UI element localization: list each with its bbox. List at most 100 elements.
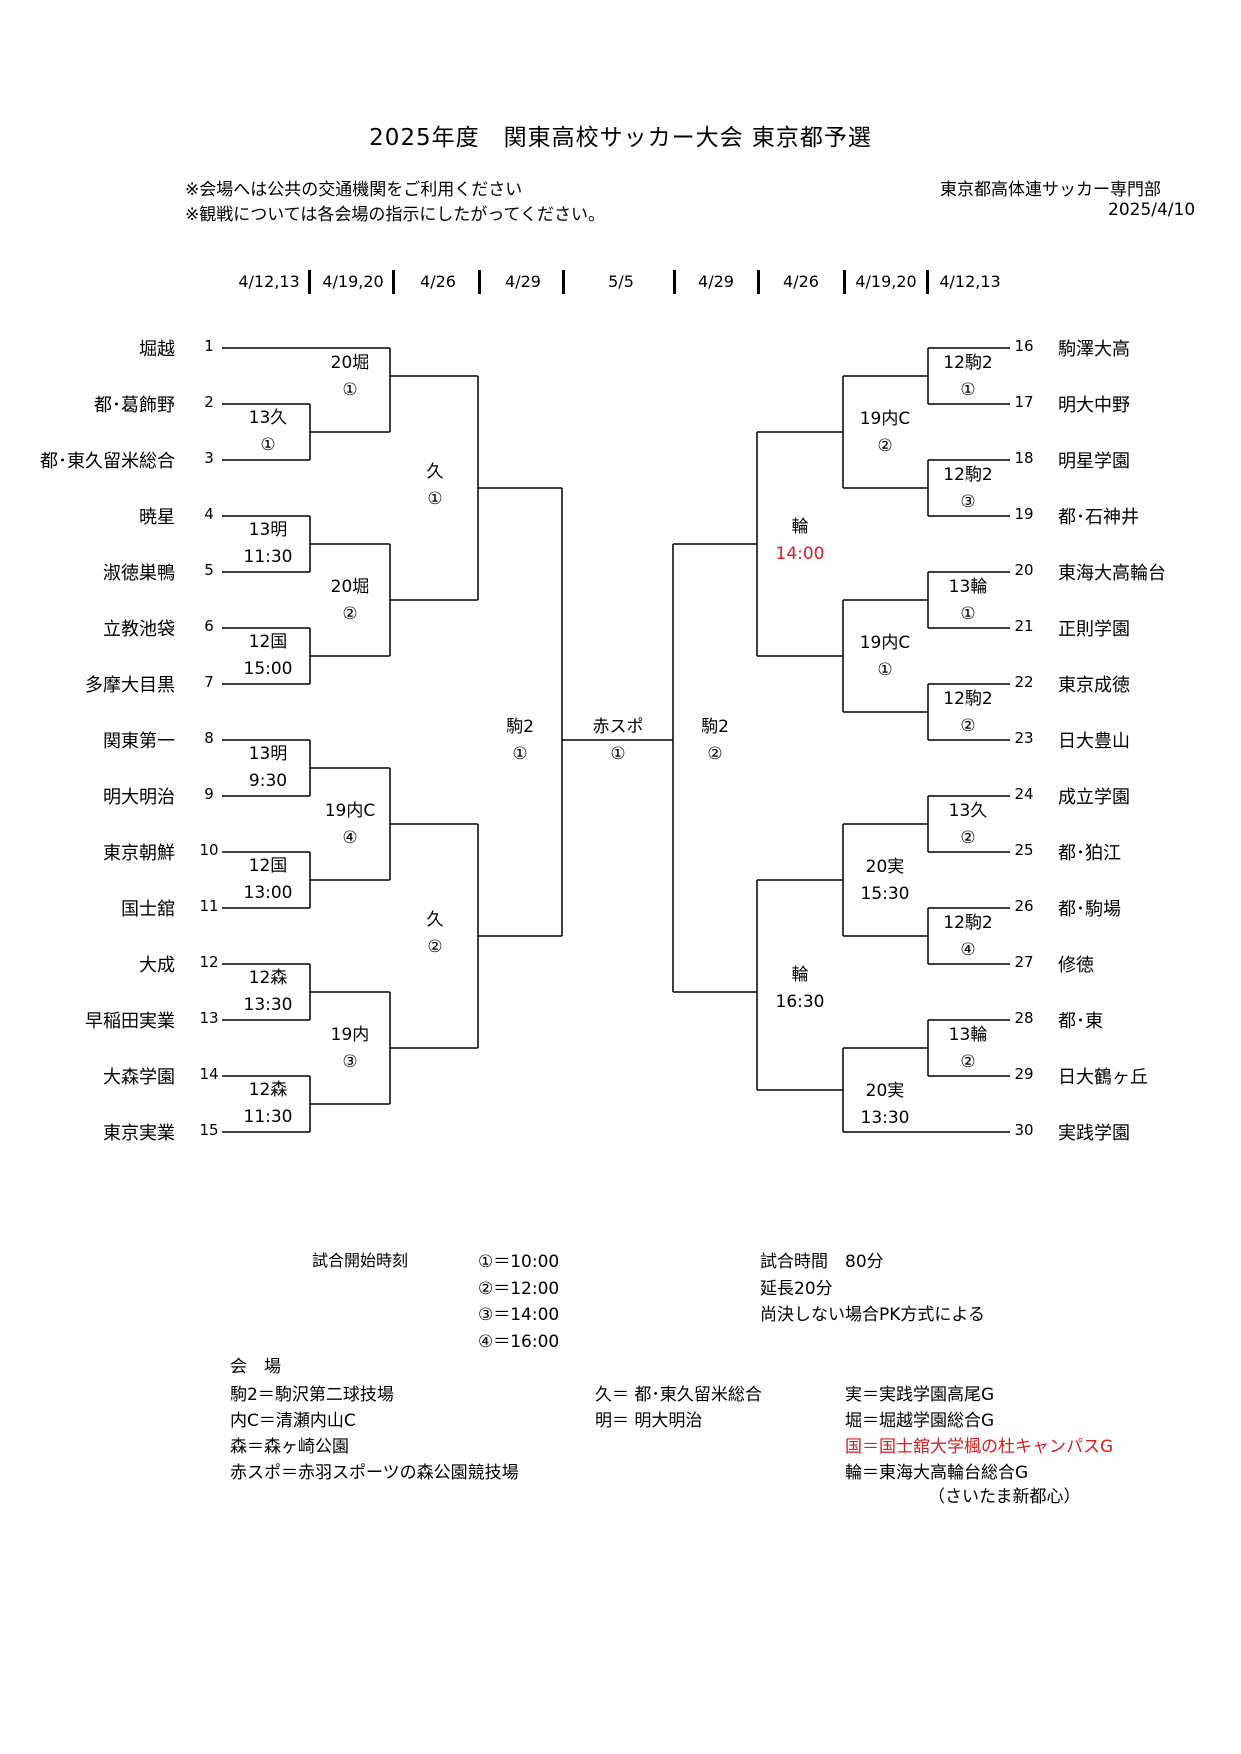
team-name: 立教池袋 — [103, 619, 175, 640]
match-venue: 19内C — [859, 633, 911, 653]
match-venue: 12森 — [248, 1080, 288, 1100]
match-time: ① — [512, 744, 528, 764]
match-venue: 13輪 — [948, 577, 988, 597]
seed-number: 19 — [1014, 505, 1034, 523]
team-name: 明星学園 — [1058, 451, 1130, 472]
seed-number: 14 — [199, 1065, 219, 1083]
date-separator — [757, 270, 760, 294]
page-title: 2025年度 関東高校サッカー大会 東京都予選 — [369, 125, 872, 151]
seed-number: 17 — [1014, 393, 1034, 411]
match-venue: 久 — [426, 910, 444, 930]
venue: 実＝実践学園高尾G — [845, 1385, 995, 1405]
match-time: 16:30 — [775, 992, 825, 1012]
team-name: 都･駒場 — [1058, 899, 1121, 920]
seed-number: 26 — [1014, 897, 1034, 915]
venue-highlight: 国＝国士舘大学楓の杜キャンパスG — [845, 1437, 1114, 1457]
match-time: ② — [342, 604, 358, 624]
match-time: 9:30 — [248, 771, 288, 791]
seed-number: 8 — [204, 729, 214, 747]
date-separator — [392, 270, 395, 294]
seed-number: 27 — [1014, 953, 1034, 971]
seed-number: 11 — [199, 897, 219, 915]
team-name: 多摩大目黒 — [85, 675, 175, 696]
match-time: ② — [877, 436, 893, 456]
match-venue: 駒2 — [506, 717, 534, 737]
venue: 堀＝堀越学園総合G — [845, 1411, 995, 1431]
match-time: ④ — [960, 940, 976, 960]
date-separator — [843, 270, 846, 294]
date-separator — [562, 270, 565, 294]
seed-number: 3 — [204, 449, 214, 467]
seed-number: 10 — [199, 841, 219, 859]
rule-pk: 尚決しない場合PK方式による — [760, 1305, 985, 1325]
match-time: 13:30 — [243, 995, 293, 1015]
match-venue: 12駒2 — [943, 465, 993, 485]
round-date: 4/29 — [505, 272, 541, 291]
seed-number: 25 — [1014, 841, 1034, 859]
rule-match-time: 試合時間 80分 — [760, 1252, 884, 1272]
round-date: 4/19,20 — [322, 272, 384, 291]
round-date: 4/26 — [783, 272, 819, 291]
team-name: 都･東 — [1058, 1011, 1103, 1032]
venues-label: 会 場 — [230, 1357, 281, 1377]
match-venue: 19内C — [324, 801, 376, 821]
match-time: ① — [610, 744, 626, 764]
match-venue: 駒2 — [701, 717, 729, 737]
match-venue: 久 — [426, 462, 444, 482]
team-name: 早稲田実業 — [85, 1011, 175, 1032]
match-time: ① — [877, 660, 893, 680]
match-venue: 12国 — [248, 856, 288, 876]
match-venue: 輪 — [791, 517, 809, 537]
team-name: 成立学園 — [1058, 787, 1130, 808]
seed-number: 24 — [1014, 785, 1034, 803]
round-date: 4/26 — [420, 272, 456, 291]
venue: 輪＝東海大高輪台総合G — [845, 1463, 1029, 1483]
match-time: ③ — [342, 1052, 358, 1072]
team-name: 修徳 — [1058, 955, 1094, 976]
match-time: ② — [427, 937, 443, 957]
seed-number: 2 — [204, 393, 214, 411]
team-name: 東京実業 — [103, 1123, 175, 1144]
seed-number: 6 — [204, 617, 214, 635]
round-date: 4/19,20 — [855, 272, 917, 291]
team-name: 関東第一 — [103, 731, 175, 752]
date-separator — [308, 270, 311, 294]
venue: 内C＝清瀬内山C — [230, 1411, 356, 1431]
match-time: 15:00 — [243, 659, 293, 679]
match-venue: 12駒2 — [943, 689, 993, 709]
match-venue: 20堀 — [330, 353, 370, 373]
team-name: 淑徳巣鴨 — [103, 563, 175, 584]
match-time: ④ — [342, 828, 358, 848]
team-name: 東京成徳 — [1058, 675, 1130, 696]
issue-date: 2025/4/10 — [1108, 200, 1196, 220]
match-venue: 12駒2 — [943, 353, 993, 373]
organizer: 東京都高体連サッカー専門部 — [940, 180, 1161, 200]
match-time: 14:00 — [775, 544, 825, 564]
venue: 久＝ 都･東久留米総合 — [595, 1385, 762, 1405]
date-separator — [926, 270, 929, 294]
team-name: 駒澤大高 — [1058, 339, 1130, 360]
seed-number: 18 — [1014, 449, 1034, 467]
team-name: 日大豊山 — [1058, 731, 1130, 752]
match-venue: 13明 — [248, 520, 288, 540]
match-time: ① — [260, 435, 276, 455]
team-name: 実践学園 — [1058, 1123, 1130, 1144]
match-venue: 12駒2 — [943, 913, 993, 933]
seed-number: 22 — [1014, 673, 1034, 691]
match-time: 11:30 — [243, 1107, 293, 1127]
match-time: ② — [707, 744, 723, 764]
date-separator — [673, 270, 676, 294]
match-venue: 13輪 — [948, 1025, 988, 1045]
note-transport: ※会場へは公共の交通機関をご利用ください — [185, 180, 523, 200]
start-time-1: ①＝10:00 — [478, 1252, 560, 1272]
seed-number: 7 — [204, 673, 214, 691]
start-time-2: ②＝12:00 — [478, 1279, 560, 1299]
match-time: ② — [960, 828, 976, 848]
match-time: ② — [960, 1052, 976, 1072]
team-name: 明大中野 — [1058, 395, 1130, 416]
match-venue: 輪 — [791, 965, 809, 985]
seed-number: 20 — [1014, 561, 1034, 579]
team-name: 明大明治 — [103, 787, 175, 808]
match-time: 13:00 — [243, 883, 293, 903]
